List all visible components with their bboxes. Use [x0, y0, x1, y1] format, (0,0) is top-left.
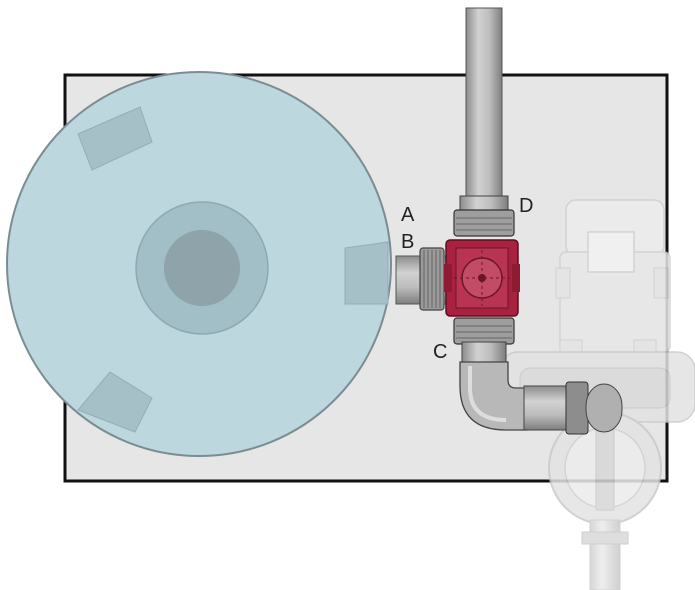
three-way-valve-icon [444, 239, 520, 317]
round-tank-icon [6, 71, 392, 457]
lower-pipe-and-elbow [453, 317, 623, 435]
label-d: D [519, 195, 533, 217]
vertical-pipe [453, 7, 515, 237]
label-c: C [433, 341, 447, 363]
label-a: A [401, 204, 415, 226]
label-b: B [401, 231, 414, 253]
